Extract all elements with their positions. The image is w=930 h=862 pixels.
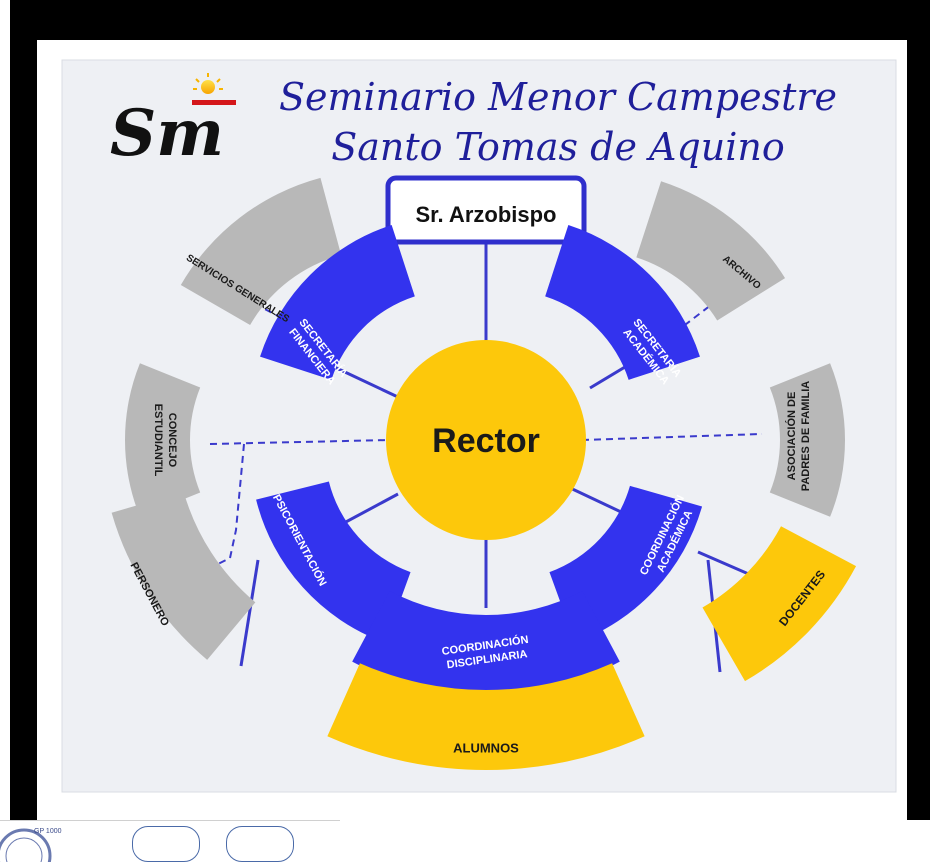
secretaria-financiera-shape — [260, 225, 415, 380]
yellow-units — [327, 526, 857, 770]
bottom-rule — [0, 820, 340, 821]
bottom-strip — [0, 820, 930, 862]
rector-node: Rector — [386, 340, 586, 540]
seal-text: GP 1000 — [34, 828, 62, 835]
arzobispo-box: Sr. Arzobispo — [385, 175, 587, 245]
sun-rays-icon — [193, 73, 223, 90]
nav-button-right[interactable] — [226, 826, 294, 862]
logo-letters: Sm — [110, 96, 224, 171]
arzobispo-label: Sr. Arzobispo — [416, 202, 557, 227]
coordinacion-disciplinaria-shape — [352, 591, 620, 695]
alumnos-label: ALUMNOS — [453, 741, 519, 756]
nav-button-left[interactable] — [132, 826, 200, 862]
school-logo: Sm — [110, 73, 236, 171]
secretaria-academica-shape — [545, 225, 700, 380]
blue-units — [256, 225, 703, 695]
gray-units — [111, 177, 846, 660]
rector-label: Rector — [432, 422, 540, 460]
title-line-2: Santo Tomas de Aquino — [331, 125, 785, 169]
title-line-1: Seminario Menor Campestre — [279, 75, 837, 119]
concejo-estudiantil-shape — [125, 363, 201, 517]
personero-shape — [111, 492, 256, 660]
archivo-shape — [636, 181, 786, 321]
logo-red-bar — [192, 100, 236, 105]
docentes-shape — [702, 526, 857, 682]
asociacion-padres-shape — [769, 363, 846, 517]
sun-icon — [201, 80, 215, 94]
servicios-generales-shape — [180, 177, 342, 325]
psicorientacion-shape — [256, 481, 411, 643]
concejo-estudiantil-label: CONCEJOESTUDIANTIL — [152, 404, 178, 477]
alumnos-shape — [327, 663, 645, 770]
